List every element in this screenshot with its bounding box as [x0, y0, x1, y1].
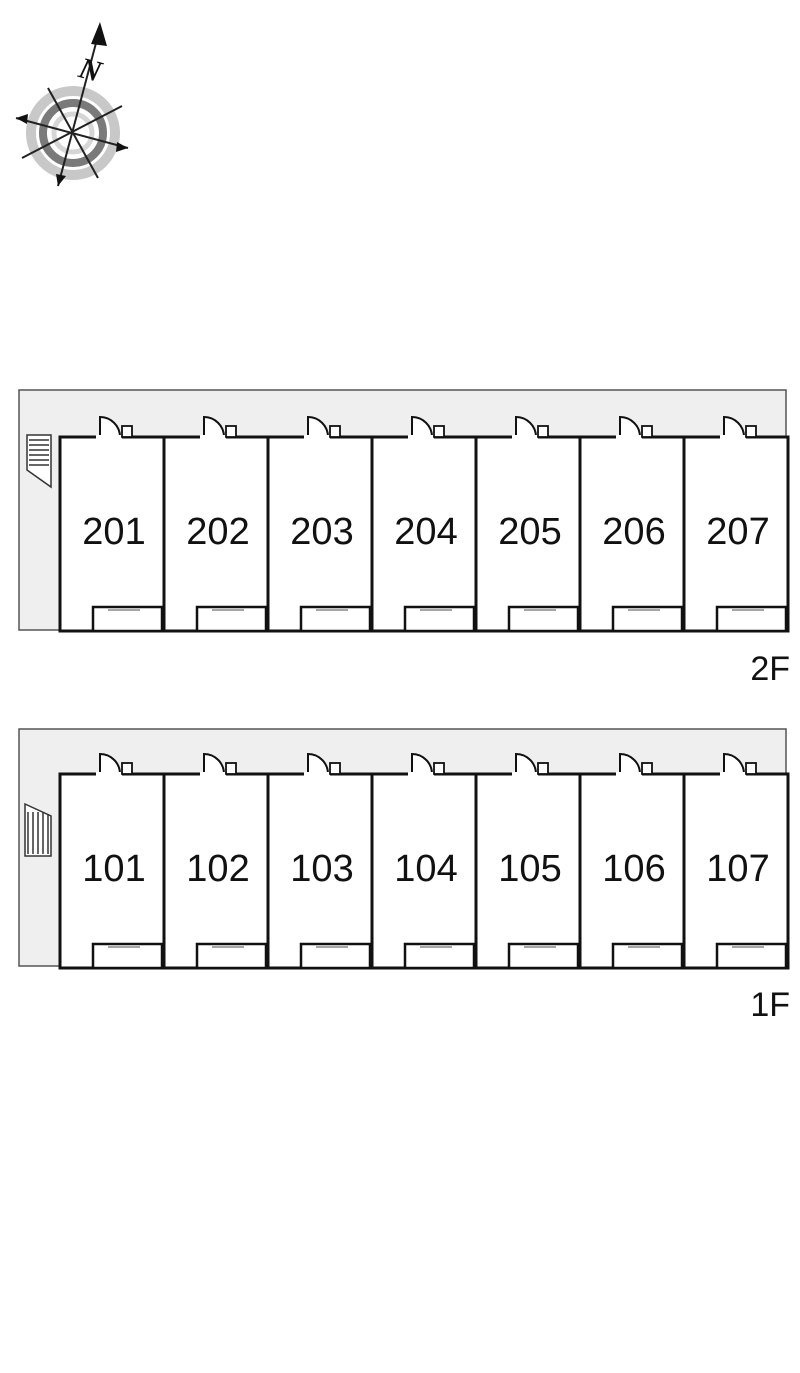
- meter-box: [537, 425, 549, 438]
- units-2f: 201 202 203 204 205 206 207: [58, 415, 790, 633]
- unit-105: 105: [474, 752, 582, 970]
- floor-2f: 201 202 203 204 205 206 207 2F: [18, 389, 790, 688]
- unit-102: 102: [162, 752, 270, 970]
- compass-rose-icon: N: [15, 22, 129, 187]
- unit-number-label: 105: [498, 848, 561, 890]
- door-icon: [96, 415, 133, 439]
- unit-203: 203: [266, 415, 374, 633]
- unit-202: 202: [162, 415, 270, 633]
- unit-206: 206: [578, 415, 686, 633]
- balcony: [715, 605, 788, 633]
- unit-number-label: 202: [186, 511, 249, 553]
- unit-106: 106: [578, 752, 686, 970]
- meter-box: [641, 425, 653, 438]
- door-icon: [96, 752, 133, 776]
- door-icon: [616, 415, 653, 439]
- door-icon: [512, 752, 549, 776]
- balcony: [715, 942, 788, 970]
- meter-box: [641, 762, 653, 775]
- unit-number-label: 106: [602, 848, 665, 890]
- balcony: [195, 605, 268, 633]
- balcony: [403, 942, 476, 970]
- balcony: [91, 942, 164, 970]
- unit-204: 204: [370, 415, 478, 633]
- meter-box: [745, 762, 757, 775]
- unit-number-label: 107: [706, 848, 769, 890]
- balcony: [611, 942, 684, 970]
- meter-box: [225, 425, 237, 438]
- unit-number-label: 204: [394, 511, 457, 553]
- door-icon: [304, 415, 341, 439]
- door-icon: [720, 752, 757, 776]
- meter-box: [537, 762, 549, 775]
- unit-103: 103: [266, 752, 374, 970]
- door-icon: [304, 752, 341, 776]
- floor-label-2f: 2F: [750, 650, 790, 688]
- unit-201: 201: [58, 415, 166, 633]
- unit-number-label: 205: [498, 511, 561, 553]
- unit-number-label: 102: [186, 848, 249, 890]
- balcony: [299, 605, 372, 633]
- door-icon: [720, 415, 757, 439]
- balcony: [195, 942, 268, 970]
- unit-number-label: 104: [394, 848, 457, 890]
- unit-number-label: 101: [82, 848, 145, 890]
- unit-207: 207: [682, 415, 790, 633]
- door-icon: [512, 415, 549, 439]
- meter-box: [225, 762, 237, 775]
- meter-box: [121, 425, 133, 438]
- unit-number-label: 207: [706, 511, 769, 553]
- door-icon: [408, 415, 445, 439]
- meter-box: [433, 762, 445, 775]
- stairs-1f: [24, 802, 52, 857]
- unit-number-label: 206: [602, 511, 665, 553]
- balcony: [507, 605, 580, 633]
- stairs-2f: [26, 434, 52, 489]
- unit-101: 101: [58, 752, 166, 970]
- floor-label-1f: 1F: [750, 986, 790, 1024]
- balcony: [611, 605, 684, 633]
- compass-north-label: N: [75, 51, 107, 89]
- balcony: [507, 942, 580, 970]
- meter-box: [121, 762, 133, 775]
- unit-107: 107: [682, 752, 790, 970]
- meter-box: [329, 425, 341, 438]
- unit-205: 205: [474, 415, 582, 633]
- door-icon: [408, 752, 445, 776]
- meter-box: [745, 425, 757, 438]
- door-icon: [200, 752, 237, 776]
- unit-number-label: 203: [290, 511, 353, 553]
- meter-box: [433, 425, 445, 438]
- balcony: [299, 942, 372, 970]
- unit-number-label: 201: [82, 511, 145, 553]
- units-1f: 101 102 103 104 105 106 107: [58, 752, 790, 970]
- floor-1f: 101 102 103 104 105 106 107 1F: [18, 728, 790, 1024]
- balcony: [91, 605, 164, 633]
- door-icon: [616, 752, 653, 776]
- door-icon: [200, 415, 237, 439]
- meter-box: [329, 762, 341, 775]
- unit-number-label: 103: [290, 848, 353, 890]
- balcony: [403, 605, 476, 633]
- unit-104: 104: [370, 752, 478, 970]
